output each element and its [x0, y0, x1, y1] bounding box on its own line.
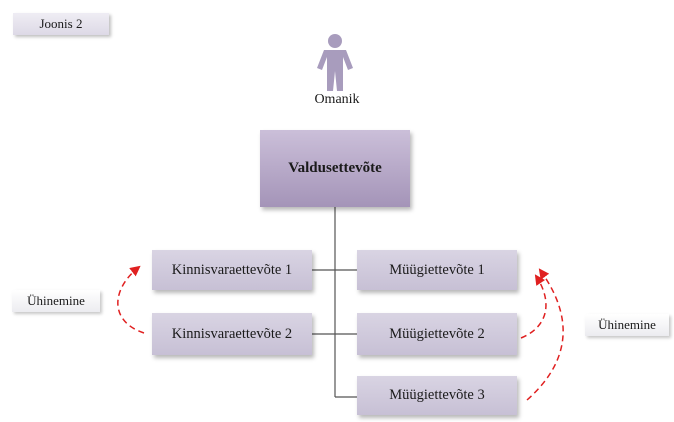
- real-estate-company-2-box: Kinnisvaraettevõte 2: [152, 313, 312, 355]
- holding-company-box: Valdusettevõte: [260, 130, 410, 207]
- figure-label: Joonis 2: [13, 13, 109, 35]
- sales-company-1-box: Müügiettevõte 1: [357, 250, 517, 290]
- owner-label: Omanik: [314, 92, 360, 107]
- real-estate-company-1-box: Kinnisvaraettevõte 1: [152, 250, 312, 290]
- sales-company-2-box: Müügiettevõte 2: [357, 313, 517, 355]
- sales-company-3-box: Müügiettevõte 3: [357, 376, 517, 415]
- merge-arrow-left: [117, 265, 145, 334]
- merge-label-left: Ühinemine: [12, 290, 100, 312]
- merge-label-right: Ühinemine: [585, 314, 669, 336]
- merge-arrow-right-inner: [520, 274, 547, 339]
- person-icon: [317, 34, 353, 91]
- merge-arrow-right-outer: [526, 268, 564, 401]
